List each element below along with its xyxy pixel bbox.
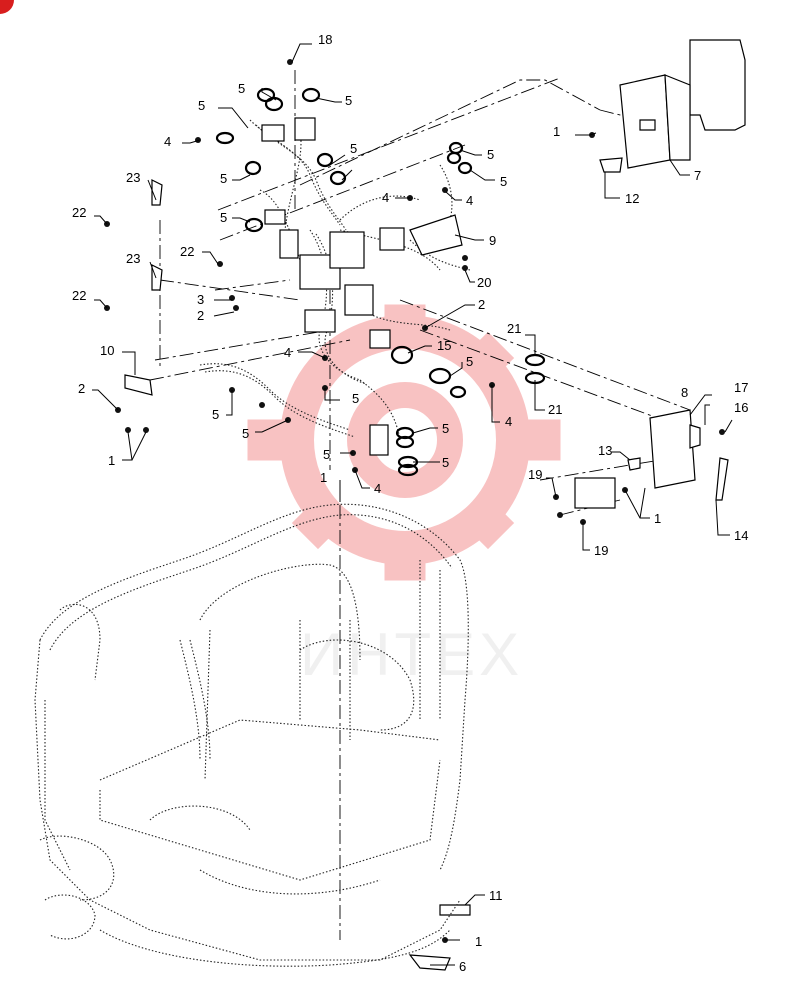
callout-5: 5 [323, 447, 330, 462]
callout-23: 23 [126, 170, 140, 185]
callout-1: 1 [320, 470, 327, 485]
callout-5: 5 [500, 174, 507, 189]
callout-7: 7 [694, 168, 701, 183]
callout-19: 19 [528, 467, 542, 482]
callout-5: 5 [466, 354, 473, 369]
callout-16: 16 [734, 400, 748, 415]
callout-5: 5 [198, 98, 205, 113]
callout-5: 5 [352, 391, 359, 406]
callout-17: 17 [734, 380, 748, 395]
callout-5: 5 [238, 81, 245, 96]
callout-2: 2 [78, 381, 85, 396]
callout-20: 20 [477, 275, 491, 290]
callout-5: 5 [442, 421, 449, 436]
callout-18: 18 [318, 32, 332, 47]
callout-5: 5 [220, 210, 227, 225]
callout-13: 13 [598, 443, 612, 458]
callout-14: 14 [734, 528, 748, 543]
callout-19: 19 [594, 543, 608, 558]
callout-21: 21 [548, 402, 562, 417]
callout-1: 1 [654, 511, 661, 526]
callout-4: 4 [164, 134, 171, 149]
callout-12: 12 [625, 191, 639, 206]
callout-5: 5 [345, 93, 352, 108]
callout-5: 5 [220, 171, 227, 186]
callout-23: 23 [126, 251, 140, 266]
callout-4: 4 [374, 481, 381, 496]
callout-4: 4 [466, 193, 473, 208]
callout-1: 1 [553, 124, 560, 139]
callout-11: 11 [489, 888, 503, 903]
watermark-text: ИНТЕХ [300, 621, 523, 688]
callout-8: 8 [681, 385, 688, 400]
callout-5: 5 [242, 426, 249, 441]
callout-4: 4 [382, 190, 389, 205]
control-box-assembly [599, 39, 746, 173]
callout-22: 22 [72, 205, 86, 220]
callout-22: 22 [180, 244, 194, 259]
cab-frame [34, 503, 469, 967]
callout-3: 3 [197, 292, 204, 307]
leader-lines [92, 43, 733, 966]
callout-15: 15 [437, 338, 451, 353]
callout-22: 22 [72, 288, 86, 303]
callout-2: 2 [197, 308, 204, 323]
harness-connectors [261, 117, 463, 456]
callout-5: 5 [487, 147, 494, 162]
callout-5: 5 [350, 141, 357, 156]
brackets [124, 179, 729, 971]
callout-5: 5 [442, 455, 449, 470]
callout-4: 4 [284, 345, 291, 360]
callout-1: 1 [108, 453, 115, 468]
o-rings [215, 87, 546, 477]
callout-2: 2 [478, 297, 485, 312]
callout-4: 4 [505, 414, 512, 429]
callout-5: 5 [212, 407, 219, 422]
callout-labels: 18 5 5 5 4 5 5 1 7 12 5 5 23 22 4 4 5 9 … [72, 32, 748, 974]
callout-10: 10 [100, 343, 114, 358]
callout-1: 1 [475, 934, 482, 949]
corner-badge [0, 0, 14, 14]
callout-9: 9 [489, 233, 496, 248]
callout-21: 21 [507, 321, 521, 336]
callout-6: 6 [459, 959, 466, 974]
